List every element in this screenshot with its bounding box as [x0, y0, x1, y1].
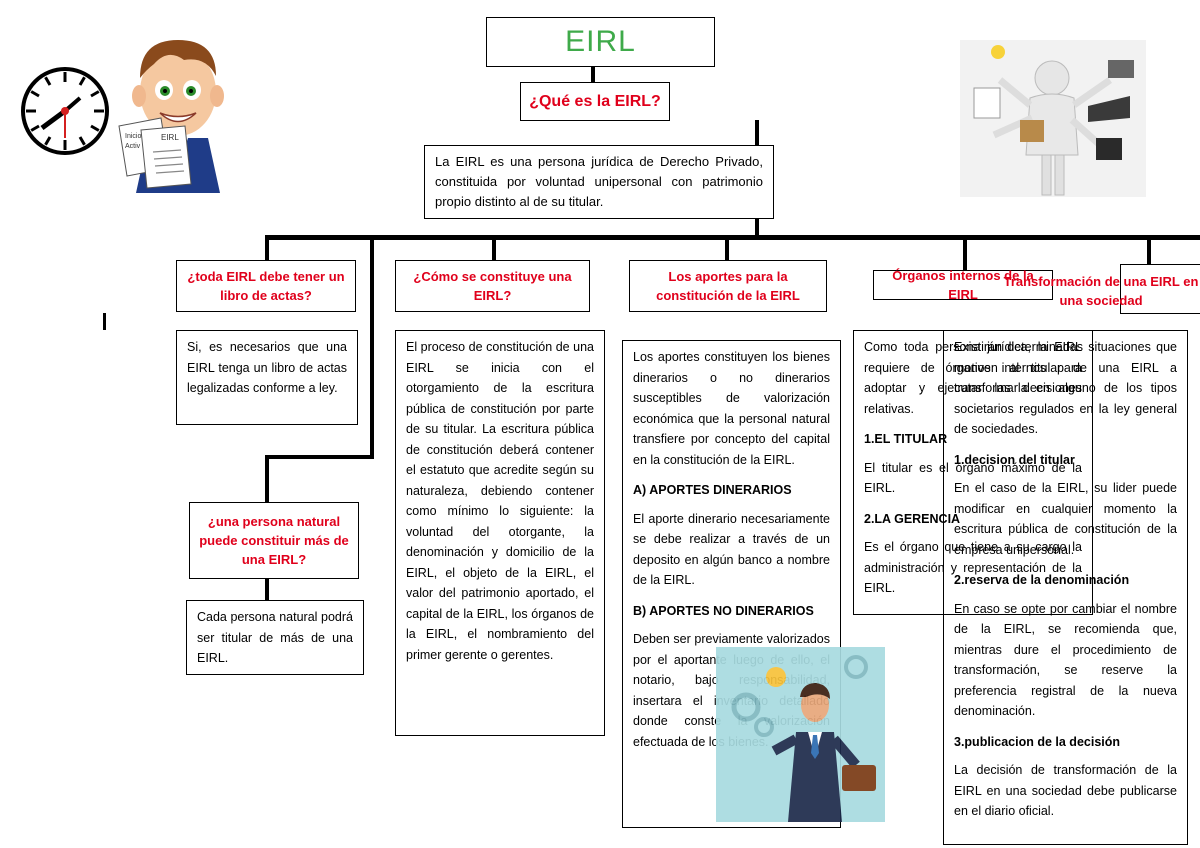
transformacion-body-box: Existirán determinadas situaciones que m…	[943, 330, 1188, 845]
organos-body-box: Como toda persona jurídica, la EIRL requ…	[853, 330, 1093, 615]
constitucion-title: ¿Cómo se constituye una EIRL?	[413, 269, 572, 303]
businessman-with-briefcase	[716, 647, 885, 822]
transformacion-title-box	[1120, 264, 1200, 314]
multitasking-figure	[960, 40, 1146, 197]
connector-horizontal-bus	[265, 235, 1200, 240]
constitucion-body-box: El proceso de constitución de una EIRL s…	[395, 330, 605, 736]
connector-persona-body	[265, 578, 269, 600]
aportes-heading-no-dinerarios: B) APORTES NO DINERARIOS	[633, 603, 814, 618]
clock-icon	[21, 67, 109, 155]
transformacion-heading-3: 3.publicacion de la decisión	[954, 734, 1121, 749]
transformacion-text-2: En caso se opte por cambiar el nombre de…	[954, 601, 1177, 719]
constitucion-text: El proceso de constitución de una EIRL s…	[406, 340, 594, 662]
transformacion-title-text-wrap: Transformación de una EIRL en una socied…	[995, 266, 1200, 316]
definition-text: La EIRL es una persona jurídica de Derec…	[435, 154, 763, 209]
stray-mark	[103, 313, 106, 330]
libro-text: Si, es necesarios que una EIRL tenga un …	[187, 340, 347, 395]
connector-definition-bus	[755, 218, 759, 236]
persona-body-box: Cada persona natural podrá ser titular d…	[186, 600, 364, 675]
persona-title: ¿una persona natural puede constituir má…	[199, 514, 349, 567]
organos-intro: Como toda persona jurídica, la EIRL requ…	[864, 340, 1082, 416]
eirl-title-box: EIRL	[486, 17, 715, 67]
definition-box: La EIRL es una persona jurídica de Derec…	[424, 145, 774, 219]
connector-drop-4	[963, 240, 967, 270]
multitasking-figure-drawing	[973, 45, 1134, 196]
document-label-inicio: Inicio	[125, 133, 141, 140]
organos-heading-titular: 1.EL TITULAR	[864, 432, 948, 446]
aportes-intro: Los aportes constituyen los bienes diner…	[633, 350, 830, 467]
connector-left-horizontal	[265, 455, 374, 459]
connector-left-drop	[265, 455, 269, 502]
organos-titular-text: El titular es el órgano máximo de la EIR…	[864, 460, 1082, 496]
organos-gerencia-text: Es el órgano que tiene a su cargo la adm…	[864, 540, 1082, 595]
persona-text: Cada persona natural podrá ser titular d…	[197, 610, 353, 665]
question-box: ¿Qué es la EIRL?	[520, 82, 670, 121]
transformacion-text-3: La decisión de transformación de la EIRL…	[954, 763, 1177, 818]
aportes-dinerarios-text: El aporte dinerario necesariamente se de…	[633, 511, 830, 588]
persona-title-box: ¿una persona natural puede constituir má…	[189, 502, 359, 579]
organos-title-box: Órganos internos de la EIRL	[873, 268, 1053, 302]
aportes-title-box: Los aportes para la constitución de la E…	[629, 260, 827, 312]
libro-body-box: Si, es necesarios que una EIRL tenga un …	[176, 330, 358, 425]
organos-title: Órganos internos de la EIRL	[892, 268, 1034, 302]
document-label-activ: Activ	[125, 143, 141, 150]
question-title: ¿Qué es la EIRL?	[529, 93, 661, 110]
connector-left-vertical	[370, 240, 374, 457]
connector-question-definition	[755, 120, 759, 145]
transformacion-title: Transformación de una EIRL en una socied…	[1003, 274, 1199, 308]
eirl-title: EIRL	[565, 25, 636, 58]
document-label-eirl: EIRL	[161, 133, 179, 142]
aportes-heading-dinerarios: A) APORTES DINERARIOS	[633, 483, 792, 497]
aportes-title: Los aportes para la constitución de la E…	[656, 269, 800, 303]
organos-heading-gerencia: 2.LA GERENCIA	[864, 511, 961, 526]
transformacion-intro: Existirán determinadas situaciones que m…	[954, 340, 1177, 436]
connector-drop-3	[725, 240, 729, 260]
connector-drop-1	[265, 235, 269, 260]
connector-drop-2	[492, 240, 496, 260]
document-icon: Inicio Activ EIRL	[118, 117, 192, 189]
businessman-drawing	[731, 655, 876, 822]
libro-title: ¿toda EIRL debe tener un libro de actas?	[187, 269, 345, 303]
transformacion-heading-2: 2.reserva de la denominación	[954, 573, 1130, 587]
transformacion-heading-1: 1.decision del titular	[954, 452, 1075, 467]
constitucion-title-box: ¿Cómo se constituye una EIRL?	[395, 260, 590, 312]
libro-title-box: ¿toda EIRL debe tener un libro de actas?	[176, 260, 356, 312]
connector-title-question	[591, 66, 595, 82]
transformacion-text-1: En el caso de la EIRL, su lider puede mo…	[954, 481, 1177, 557]
connector-drop-5	[1147, 240, 1151, 264]
